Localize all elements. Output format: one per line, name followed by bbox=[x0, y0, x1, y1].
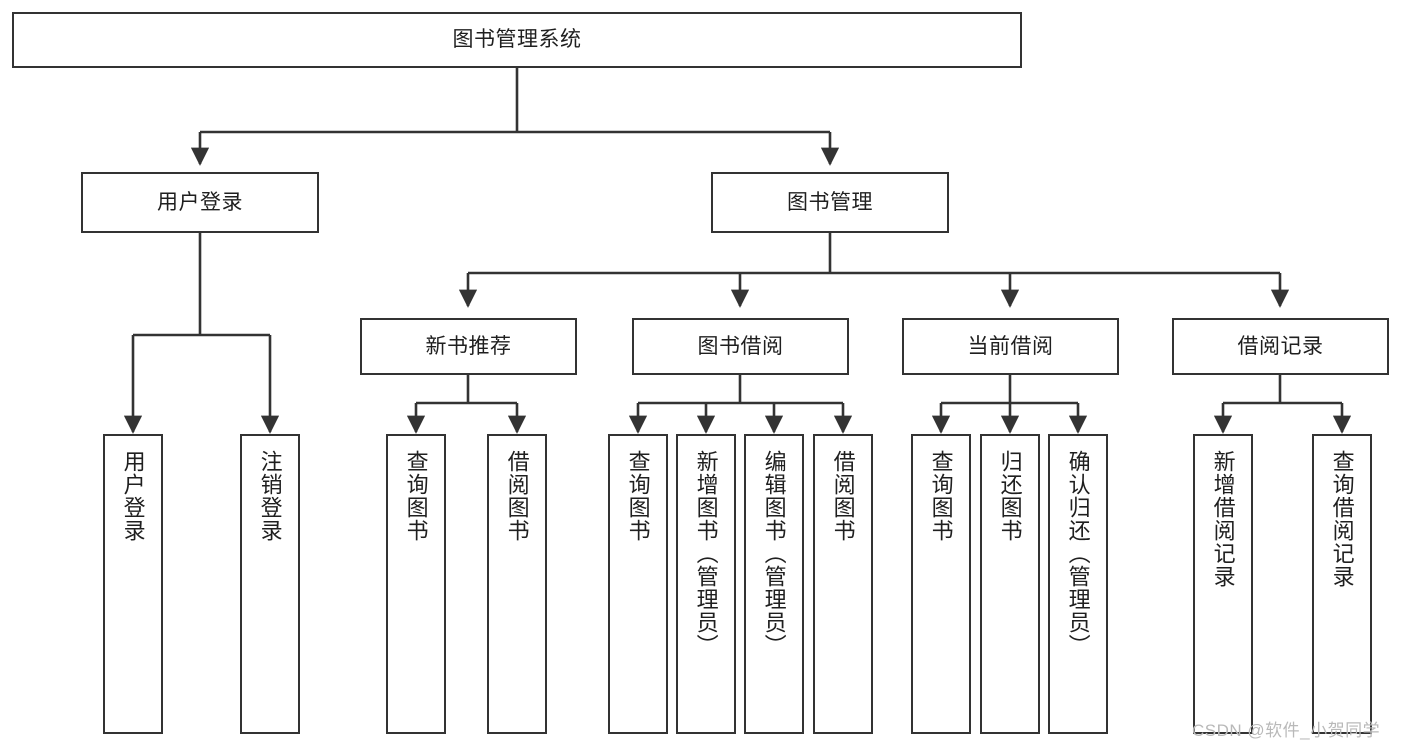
node-new-book-recommend[interactable]: 新书推荐 bbox=[360, 318, 577, 375]
leaf-query-book-1[interactable]: 查询图书 bbox=[386, 434, 446, 734]
leaf-add-record[interactable]: 新增借阅记录 bbox=[1193, 434, 1253, 734]
leaf-query-book-3-label: 查询图书 bbox=[928, 450, 954, 542]
leaf-add-book-label: 新增图书（管理员） bbox=[693, 450, 719, 657]
leaf-query-book-1-label: 查询图书 bbox=[403, 450, 429, 542]
leaf-confirm-return-label: 确认归还（管理员） bbox=[1065, 450, 1091, 657]
leaf-query-book-2[interactable]: 查询图书 bbox=[608, 434, 668, 734]
node-book-borrow-label: 图书借阅 bbox=[697, 334, 784, 358]
leaf-add-book[interactable]: 新增图书（管理员） bbox=[676, 434, 736, 734]
leaf-add-record-label: 新增借阅记录 bbox=[1210, 450, 1236, 588]
leaf-borrow-book-1-label: 借阅图书 bbox=[504, 450, 530, 542]
node-borrow-record-label: 借阅记录 bbox=[1237, 334, 1324, 358]
node-user-login[interactable]: 用户登录 bbox=[81, 172, 319, 233]
node-book-management-label: 图书管理 bbox=[787, 190, 873, 214]
node-current-borrow-label: 当前借阅 bbox=[967, 334, 1054, 358]
node-root-label: 图书管理系统 bbox=[452, 28, 582, 52]
leaf-borrow-book-2[interactable]: 借阅图书 bbox=[813, 434, 873, 734]
node-borrow-record[interactable]: 借阅记录 bbox=[1172, 318, 1389, 375]
leaf-query-record-label: 查询借阅记录 bbox=[1329, 450, 1355, 588]
node-book-borrow[interactable]: 图书借阅 bbox=[632, 318, 849, 375]
leaf-user-login-label: 用户登录 bbox=[120, 450, 146, 542]
leaf-borrow-book-2-label: 借阅图书 bbox=[830, 450, 856, 542]
leaf-confirm-return[interactable]: 确认归还（管理员） bbox=[1048, 434, 1108, 734]
leaf-edit-book[interactable]: 编辑图书（管理员） bbox=[744, 434, 804, 734]
watermark: CSDN @软件_小贺同学 bbox=[1192, 721, 1381, 740]
node-current-borrow[interactable]: 当前借阅 bbox=[902, 318, 1119, 375]
node-root[interactable]: 图书管理系统 bbox=[12, 12, 1022, 68]
node-book-management[interactable]: 图书管理 bbox=[711, 172, 949, 233]
node-new-book-recommend-label: 新书推荐 bbox=[425, 334, 512, 358]
leaf-logout-login[interactable]: 注销登录 bbox=[240, 434, 300, 734]
leaf-query-book-2-label: 查询图书 bbox=[625, 450, 651, 542]
leaf-logout-login-label: 注销登录 bbox=[257, 450, 283, 542]
leaf-return-book-label: 归还图书 bbox=[997, 450, 1023, 542]
leaf-edit-book-label: 编辑图书（管理员） bbox=[761, 450, 787, 657]
leaf-query-book-3[interactable]: 查询图书 bbox=[911, 434, 971, 734]
leaf-user-login[interactable]: 用户登录 bbox=[103, 434, 163, 734]
leaf-borrow-book-1[interactable]: 借阅图书 bbox=[487, 434, 547, 734]
leaf-query-record[interactable]: 查询借阅记录 bbox=[1312, 434, 1372, 734]
node-user-login-label: 用户登录 bbox=[157, 190, 243, 214]
leaf-return-book[interactable]: 归还图书 bbox=[980, 434, 1040, 734]
